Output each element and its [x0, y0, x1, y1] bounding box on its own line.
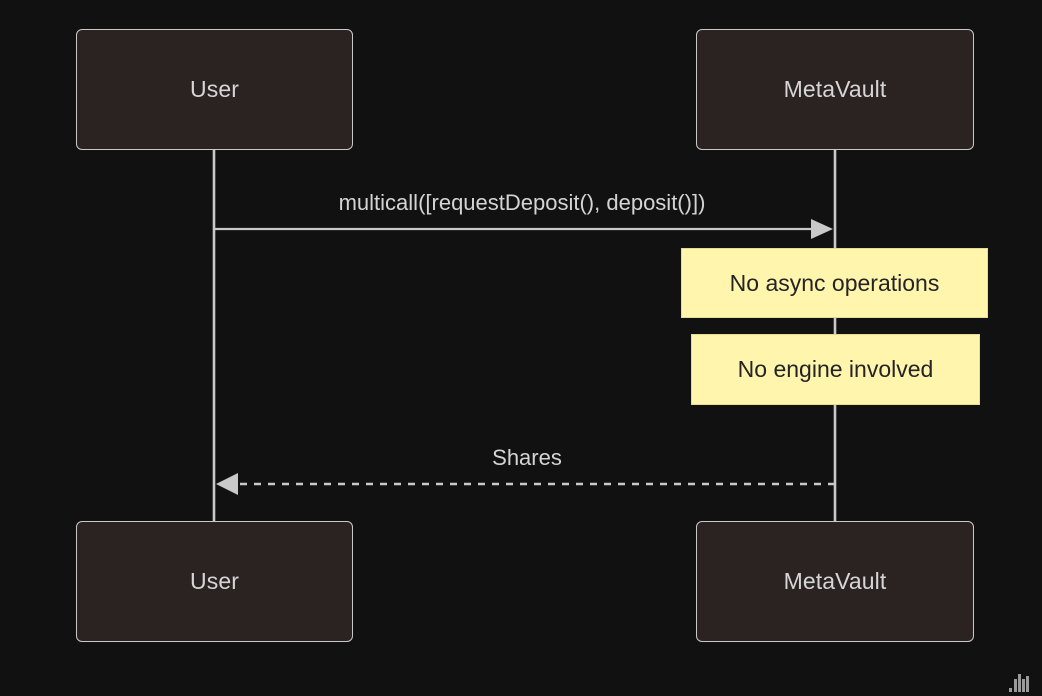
participant-user-bottom-label: User [190, 568, 239, 594]
note-no-async-operations-label: No async operations [729, 269, 940, 296]
participant-metavault-top-label: MetaVault [783, 76, 887, 102]
message-label-multicall: multicall([requestDeposit(), deposit()]) [338, 190, 706, 215]
participant-user-top-label: User [190, 76, 239, 102]
bar-chart-icon [1009, 674, 1029, 692]
participant-metavault-bottom[interactable]: MetaVault [696, 521, 974, 642]
participant-user-top[interactable]: User [76, 29, 353, 150]
arrowhead-shares [216, 473, 238, 495]
participant-user-bottom[interactable]: User [76, 521, 353, 642]
note-no-engine-involved-label: No engine involved [737, 356, 934, 382]
note-no-async-operations[interactable]: No async operations [681, 248, 988, 318]
participant-metavault-bottom-label: MetaVault [783, 568, 887, 594]
participant-metavault-top[interactable]: MetaVault [696, 29, 974, 150]
message-label-shares: Shares [492, 445, 562, 470]
note-no-engine-involved[interactable]: No engine involved [691, 334, 980, 405]
arrowhead-multicall [811, 219, 833, 239]
